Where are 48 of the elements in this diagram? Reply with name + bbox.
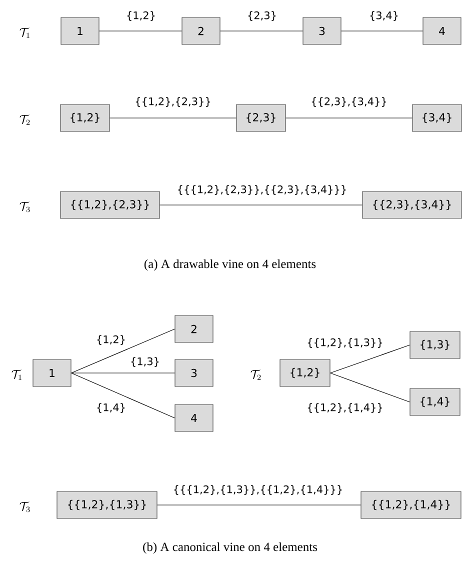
vertex-box: {1,2} [60, 104, 110, 132]
connector-line [220, 30, 303, 32]
tree-label: $\mathcal{T}_3$ [20, 202, 30, 212]
vertex-box: 4 [174, 404, 214, 432]
connector-line [99, 30, 182, 32]
vertex-box: {{1,2},{1,4}} [360, 491, 462, 519]
connector-line [71, 328, 175, 374]
tree-label: $\mathcal{T}_1$ [20, 28, 30, 38]
tree-label: $\mathcal{T}_2$ [20, 114, 30, 125]
vertex-box: 3 [174, 359, 214, 387]
connector-line [157, 504, 361, 506]
vertex-box: {{1,2},{1,3}} [56, 491, 158, 519]
vertex-box: 1 [32, 359, 72, 387]
connector-line [160, 204, 362, 206]
edge-label: {1,2} [97, 335, 125, 345]
connector-line [71, 372, 175, 418]
vertex-box: {{2,3},{3,4}} [362, 191, 462, 219]
tree-label: $\mathcal{T}_1$ [12, 370, 22, 380]
edge-label: {{1,2},{1,4}} [308, 403, 382, 413]
connector-line [330, 372, 410, 402]
tree-label: $\mathcal{T}_2$ [250, 370, 261, 380]
edge-label: {{1,2},{1,3}} [308, 338, 382, 348]
edge-label: {1,3} [131, 357, 159, 367]
vertex-box: {2,3} [236, 104, 286, 132]
caption: (b) A canonical vine on 4 elements [143, 542, 318, 554]
edge-label: {1,4} [97, 403, 125, 413]
edge-label: {{{1,2},{1,3}},{{1,2},{1,4}}} [174, 485, 342, 495]
edge-label: {{{1,2},{2,3}},{{2,3},{3,4}}} [178, 185, 346, 195]
vertex-box: {1,2} [280, 359, 330, 387]
caption: (a) A drawable vine on 4 elements [144, 259, 316, 271]
vertex-box: 1 [60, 17, 100, 45]
edge-label: {3,4} [370, 11, 398, 21]
connector-line [330, 344, 410, 374]
tree-label: $\mathcal{T}_3$ [20, 502, 30, 512]
vertex-box: {{1,2},{2,3}} [60, 191, 160, 219]
vertex-box: {1,3} [410, 331, 460, 359]
edge-label: {{2,3},{3,4}} [312, 97, 386, 107]
vertex-box: 3 [302, 17, 342, 45]
connector-line [71, 372, 175, 374]
vertex-box: 2 [174, 315, 214, 343]
connector-line [341, 30, 423, 32]
vertex-box: 4 [422, 17, 462, 45]
vertex-box: {3,4} [412, 104, 462, 132]
vertex-box: {1,4} [410, 388, 460, 416]
edge-label: {2,3} [248, 11, 276, 21]
vertex-box: 2 [182, 17, 220, 45]
edge-label: {1,2} [127, 11, 155, 21]
edge-label: {{1,2},{2,3}} [136, 97, 210, 107]
